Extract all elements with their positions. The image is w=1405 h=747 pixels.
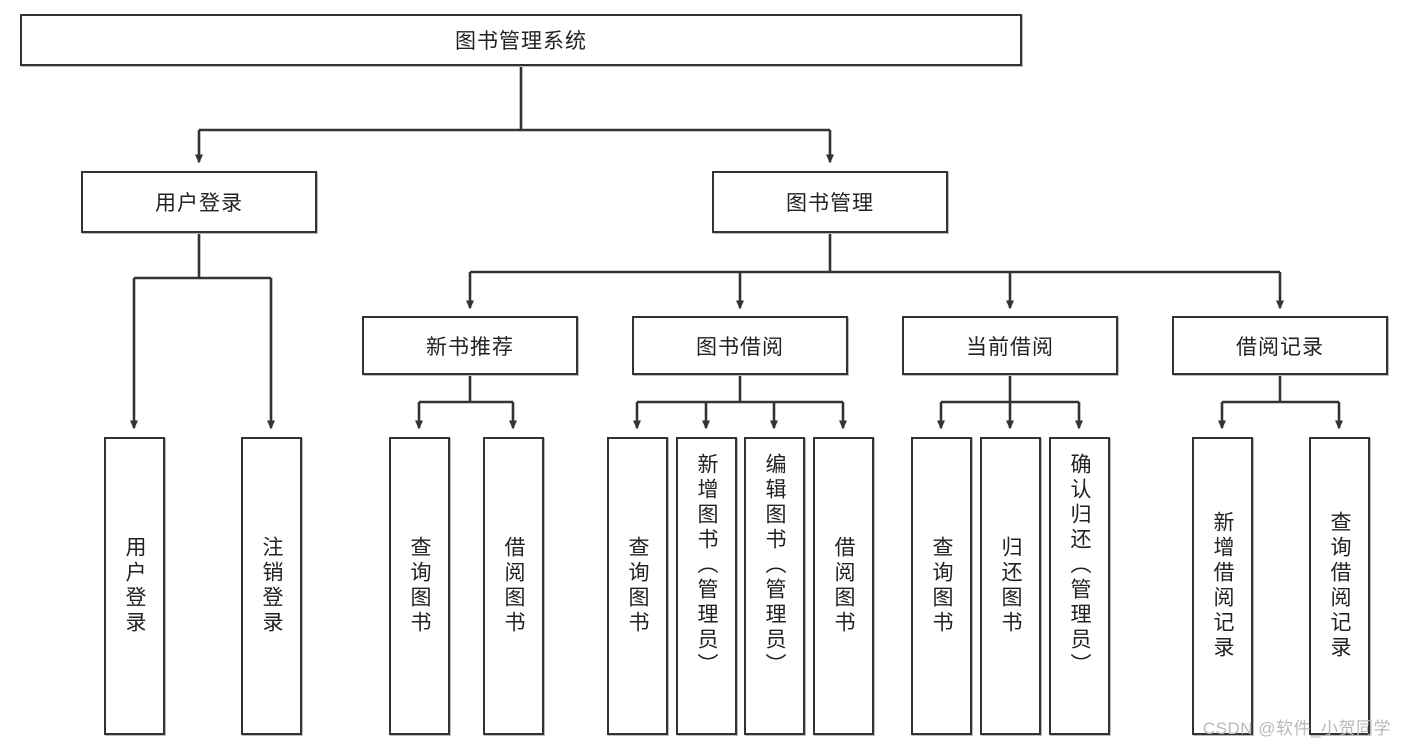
- node-label: 查询图书: [626, 536, 649, 636]
- leaf-user-login-signin[interactable]: 用户登录: [104, 437, 165, 735]
- node-label: 借阅图书: [502, 536, 525, 636]
- node-label: 新增图书（管理员）: [695, 453, 718, 678]
- node-label: 借阅图书: [832, 536, 855, 636]
- node-book-management[interactable]: 图书管理: [712, 171, 948, 233]
- node-label: 用户登录: [155, 192, 243, 215]
- node-label: 确认归还（管理员）: [1068, 453, 1091, 678]
- node-new-book-recommend[interactable]: 新书推荐: [362, 316, 578, 375]
- node-label: 查询图书: [930, 536, 953, 636]
- node-borrow-record[interactable]: 借阅记录: [1172, 316, 1388, 375]
- node-label: 图书借阅: [696, 335, 784, 359]
- node-book-borrow[interactable]: 图书借阅: [632, 316, 848, 375]
- leaf-borrow-query-book[interactable]: 查询图书: [607, 437, 668, 735]
- leaf-current-return-book[interactable]: 归还图书: [980, 437, 1041, 735]
- node-label: 图书管理系统: [455, 30, 587, 53]
- leaf-borrow-edit-book-admin[interactable]: 编辑图书（管理员）: [744, 437, 805, 735]
- node-label: 查询借阅记录: [1328, 511, 1351, 661]
- node-label: 新书推荐: [426, 335, 514, 359]
- leaf-record-query-record[interactable]: 查询借阅记录: [1309, 437, 1370, 735]
- node-label: 归还图书: [999, 536, 1022, 636]
- leaf-user-login-signout[interactable]: 注销登录: [241, 437, 302, 735]
- leaf-current-confirm-return-admin[interactable]: 确认归还（管理员）: [1049, 437, 1110, 735]
- node-user-login[interactable]: 用户登录: [81, 171, 317, 233]
- leaf-current-query-book[interactable]: 查询图书: [911, 437, 972, 735]
- leaf-borrow-add-book-admin[interactable]: 新增图书（管理员）: [676, 437, 737, 735]
- leaf-recommend-borrow-book[interactable]: 借阅图书: [483, 437, 544, 735]
- node-label: 当前借阅: [966, 335, 1054, 359]
- node-label: 注销登录: [260, 536, 283, 636]
- node-current-borrow[interactable]: 当前借阅: [902, 316, 1118, 375]
- node-label: 借阅记录: [1236, 335, 1324, 359]
- node-label: 图书管理: [786, 192, 874, 215]
- node-label: 编辑图书（管理员）: [763, 453, 786, 678]
- node-label: 新增借阅记录: [1211, 511, 1234, 661]
- node-label: 用户登录: [123, 536, 146, 636]
- leaf-borrow-borrow-book[interactable]: 借阅图书: [813, 437, 874, 735]
- leaf-record-add-record[interactable]: 新增借阅记录: [1192, 437, 1253, 735]
- leaf-recommend-query-book[interactable]: 查询图书: [389, 437, 450, 735]
- node-root-system[interactable]: 图书管理系统: [20, 14, 1022, 66]
- node-label: 查询图书: [408, 536, 431, 636]
